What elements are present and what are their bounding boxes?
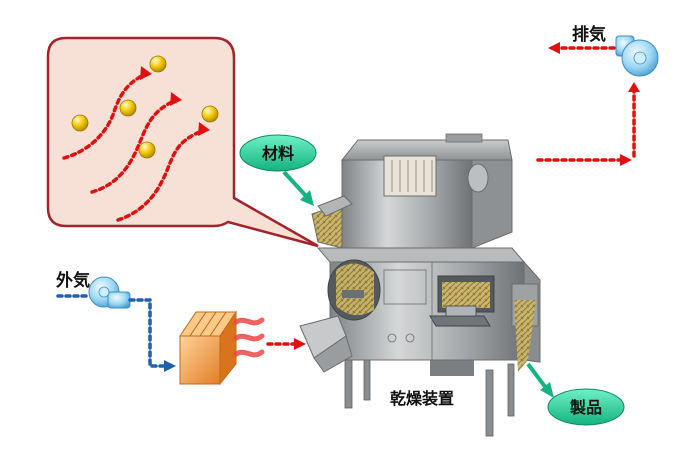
outside-air-flow: [56, 294, 170, 368]
dryer-machine: [299, 133, 541, 437]
dryer-label: 乾燥装置: [390, 389, 454, 408]
exhaust-label: 排気: [572, 24, 606, 45]
product-label: 製品: [569, 398, 602, 417]
particle-bubble: [46, 36, 319, 248]
product-badge: 製品: [547, 388, 625, 426]
heater-icon: [179, 310, 265, 386]
particle-icon: [71, 55, 219, 159]
material-badge: 材料: [239, 134, 317, 172]
outside-air-label: 外気: [56, 270, 90, 291]
material-label: 材料: [262, 144, 294, 163]
fan-icon: [615, 35, 659, 77]
exhaust-flow: [536, 46, 636, 162]
fan-icon: [88, 276, 131, 309]
